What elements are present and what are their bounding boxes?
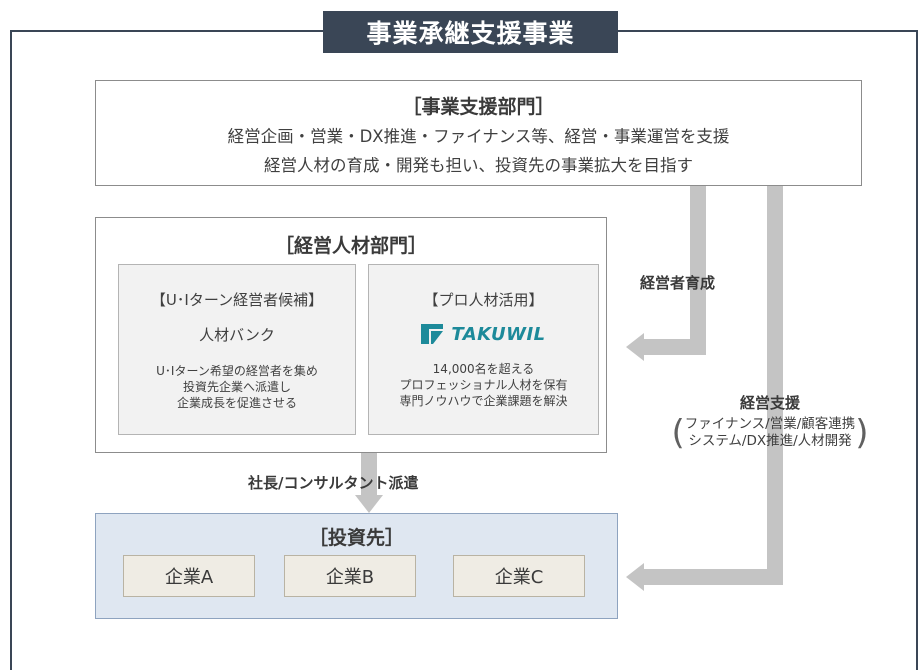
talent-bank-card: 【U･Iターン経営者候補】 人材バンク U･Iターン希望の経営者を集め 投資先企… — [118, 264, 356, 435]
pro-talent-desc-line3: 専門ノウハウで企業課題を解決 — [399, 394, 568, 408]
talent-bank-title: 【U･Iターン経営者候補】 — [150, 291, 324, 309]
training-label: 経営者育成 — [640, 274, 716, 292]
support-left-paren: ( — [671, 413, 685, 453]
company-b: 企業B — [284, 555, 416, 597]
investee-heading: ［投資先］ — [308, 527, 404, 549]
business-support-dept-heading: ［事業支援部門］ — [402, 96, 555, 118]
training-arrow-horizontal — [642, 339, 706, 355]
pro-talent-desc: 14,000名を超える プロフェッショナル人材を保有 専門ノウハウで企業課題を解… — [369, 361, 598, 409]
support-sub-line1: ファイナンス/営業/顧客連携 — [684, 416, 856, 432]
support-right-paren: ) — [855, 413, 869, 453]
support-arrow-head — [626, 563, 644, 591]
company-a: 企業A — [123, 555, 255, 597]
talent-bank-name: 人材バンク — [199, 326, 275, 344]
support-sub-line2: システム/DX推進/人材開発 — [688, 433, 852, 449]
support-label-group: 経営支援 ( ファイナンス/営業/顧客連携 システム/DX推進/人材開発 ) — [660, 392, 880, 450]
pro-talent-title: 【プロ人材活用】 — [423, 291, 544, 309]
takuwil-logo-text: TAKUWIL — [451, 323, 546, 345]
diagram-title: 事業承継支援事業 — [323, 11, 618, 53]
pro-talent-desc-line1: 14,000名を超える — [432, 362, 535, 376]
pro-talent-card: 【プロ人材活用】 TAKUWIL 14,000名を超える プロフェッショナル人材… — [368, 264, 599, 435]
training-arrow-vertical — [690, 186, 706, 355]
talent-bank-desc-line2: 投資先企業へ派遣し — [182, 380, 291, 394]
takuwil-logo-icon — [421, 324, 444, 344]
talent-bank-desc-line1: U･Iターン希望の経営者を集め — [156, 364, 318, 378]
dispatch-label: 社長/コンサルタント派遣 — [248, 474, 419, 492]
pro-talent-desc-line2: プロフェッショナル人材を保有 — [399, 378, 568, 392]
dispatch-arrow-stem — [361, 453, 377, 497]
takuwil-logo: TAKUWIL — [369, 323, 598, 345]
support-arrow-vertical — [767, 186, 783, 585]
support-label: 経営支援 — [739, 394, 800, 412]
dispatch-arrow-head — [355, 495, 383, 513]
talent-bank-desc-line3: 企業成長を促進させる — [176, 396, 297, 410]
support-sub: ファイナンス/営業/顧客連携 システム/DX推進/人材開発 — [685, 416, 856, 450]
management-talent-dept-heading: ［経営人材部門］ — [274, 235, 427, 257]
business-support-dept-line1: 経営企画・営業・DX推進・ファイナンス等、経営・事業運営を支援 — [227, 127, 730, 146]
support-arrow-horizontal — [642, 569, 783, 585]
business-support-dept-box: ［事業支援部門］ 経営企画・営業・DX推進・ファイナンス等、経営・事業運営を支援… — [95, 80, 862, 186]
company-c: 企業C — [453, 555, 585, 597]
training-arrow-head — [626, 333, 644, 361]
business-support-dept-line2: 経営人材の育成・開発も担い、投資先の事業拡大を目指す — [264, 156, 693, 175]
arrows-layer — [355, 186, 783, 591]
talent-bank-desc: U･Iターン希望の経営者を集め 投資先企業へ派遣し 企業成長を促進させる — [119, 363, 355, 411]
